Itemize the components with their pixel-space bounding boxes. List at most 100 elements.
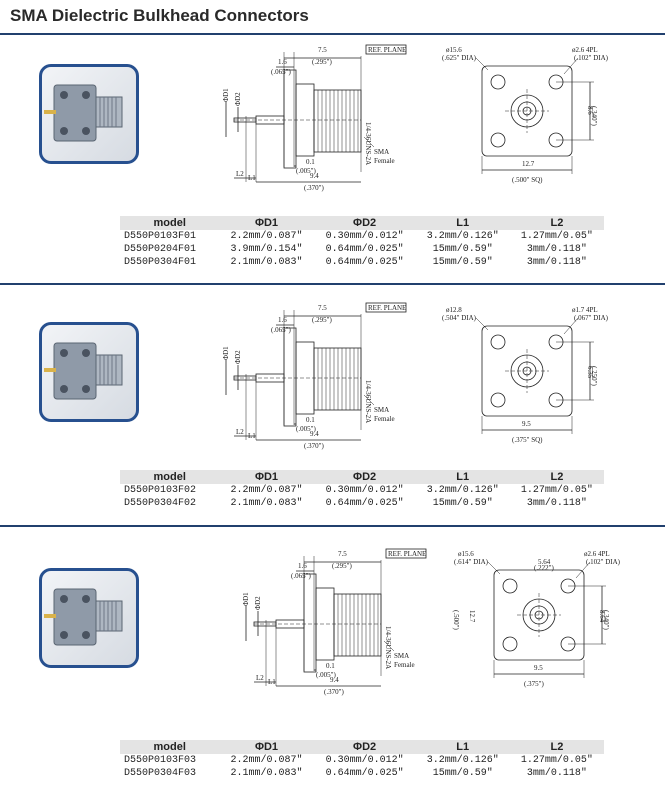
bottom-dim-inch: (.375" SQ) <box>512 436 543 444</box>
dim-1-6: 1.6 <box>298 562 307 570</box>
d1-label: ΦD1 <box>222 346 230 360</box>
cell-l1: 15mm/0.59" <box>432 768 493 779</box>
sma-label: SMA <box>394 652 409 660</box>
side-view-drawing: ΦD1 ΦD2 1.6 (.065") 7.5 (.295") REF. PLA… <box>222 302 407 450</box>
d2-label: ΦD2 <box>254 596 262 610</box>
dim-0-1-inch: (.005") <box>296 425 316 433</box>
pin-dia-inch: (.102" DIA) <box>574 54 609 62</box>
cell-model: D550P0103F02 <box>124 485 197 496</box>
bottom-dim: 12.7 <box>522 160 535 168</box>
mount-hole <box>502 636 518 652</box>
l2-label: L2 <box>236 170 244 178</box>
top-dim: 5.64 <box>538 558 551 566</box>
dim-1-6-inch: (.065") <box>271 68 291 76</box>
cell-d2: 0.30mm/0.012" <box>325 485 404 496</box>
cell-l1: 3.2mm/0.126" <box>426 755 499 766</box>
ref-plane-label: REF. PLANE <box>388 550 426 558</box>
column-header: ΦD2 <box>313 216 416 230</box>
bottom-dim-inch: (.500" SQ) <box>512 176 543 184</box>
mount-hole <box>490 392 506 408</box>
cell-d1: 2.1mm/0.083" <box>230 257 303 268</box>
bottom-dim-inch: (.375") <box>524 680 544 688</box>
cell-model: D550P0103F03 <box>124 755 197 766</box>
dim-1-6: 1.6 <box>278 316 287 324</box>
pin-dia: ø1.7 4PL <box>572 306 598 314</box>
sma-label: SMA <box>374 406 389 414</box>
mount-hole <box>490 74 506 90</box>
cell-d1: 2.2mm/0.087" <box>230 231 303 242</box>
female-label: Female <box>374 415 395 423</box>
dim-9-4: 9.4 <box>310 172 319 180</box>
right-dim-inch: (.340") <box>590 106 598 126</box>
cell-l2: 1.27mm/0.05" <box>520 231 593 242</box>
connector-photo-illustration <box>44 84 123 142</box>
dim-9-4: 9.4 <box>310 430 319 438</box>
dim-0-1: 0.1 <box>326 662 335 670</box>
connector-photo <box>39 322 139 422</box>
hole-dia-inch: (.504" DIA) <box>442 314 477 322</box>
hole-dia: ø12.8 <box>446 306 462 314</box>
cell-model: D550P0204F01 <box>124 244 197 255</box>
cell-d1: 2.1mm/0.083" <box>230 498 303 509</box>
side-view-drawing: ΦD1 ΦD2 1.6 (.065") 7.5 (.295") REF. PLA… <box>222 44 407 192</box>
column-header: ΦD1 <box>219 216 314 230</box>
cell-l2: 3mm/0.118" <box>526 768 587 779</box>
dim-7-5: 7.5 <box>338 550 347 558</box>
column-header: L2 <box>509 216 604 230</box>
dim-7-5-inch: (.295") <box>312 316 332 324</box>
column-header: L1 <box>415 216 510 230</box>
hole-dia: ø15.6 <box>458 550 474 558</box>
cell-model: D550P0103F01 <box>124 231 197 242</box>
thread-label: 1/4-36UNS-2A <box>384 626 392 669</box>
pin-dia: ø2.6 4PL <box>584 550 610 558</box>
dim-9-4-inch: (.370") <box>304 184 324 192</box>
front-view-drawing: ø15.6 (.625" DIA) ø2.6 4PL (.102" DIA) 8… <box>442 46 609 184</box>
mount-hole <box>490 132 506 148</box>
cell-l1: 3.2mm/0.126" <box>426 485 499 496</box>
pin-dia-inch: (.067" DIA) <box>574 314 609 322</box>
cell-model: D550P0304F01 <box>124 257 197 268</box>
connector-photo-illustration <box>44 588 123 646</box>
dim-7-5-inch: (.295") <box>332 562 352 570</box>
connector-photo-illustration <box>44 342 123 400</box>
cell-l1: 15mm/0.59" <box>432 498 493 509</box>
right-dim: 6.35 <box>586 366 594 379</box>
ref-plane-label: REF. PLANE <box>368 46 406 54</box>
right-dim-inch: (.250") <box>590 366 598 386</box>
hole-dia-inch: (.625" DIA) <box>442 54 477 62</box>
cell-d2: 0.64mm/0.025" <box>325 768 404 779</box>
page-title: SMA Dielectric Bulkhead Connectors <box>10 6 309 25</box>
female-label: Female <box>374 157 395 165</box>
dim-0-1-inch: (.005") <box>296 167 316 175</box>
column-header: L2 <box>509 470 604 484</box>
column-header: L2 <box>509 740 604 754</box>
dim-1-6-inch: (.065") <box>291 572 311 580</box>
column-header: ΦD2 <box>313 740 416 754</box>
d2-label: ΦD2 <box>234 350 242 364</box>
thread-label: 1/4-36UNS-2A <box>364 122 372 165</box>
cell-l2: 1.27mm/0.05" <box>520 755 593 766</box>
l1-label: L1 <box>268 678 276 686</box>
connector-photo <box>39 64 139 164</box>
column-header: model <box>120 470 220 484</box>
dim-9-4-inch: (.370") <box>324 688 344 696</box>
dim-0-1: 0.1 <box>306 416 315 424</box>
dim-1-6-inch: (.065") <box>271 326 291 334</box>
sma-label: SMA <box>374 148 389 156</box>
cell-d2: 0.30mm/0.012" <box>325 231 404 242</box>
l1-label: L1 <box>248 174 256 182</box>
dim-9-4-inch: (.370") <box>304 442 324 450</box>
cell-model: D550P0304F03 <box>124 768 197 779</box>
mount-hole <box>502 578 518 594</box>
dim-7-5-inch: (.295") <box>312 58 332 66</box>
